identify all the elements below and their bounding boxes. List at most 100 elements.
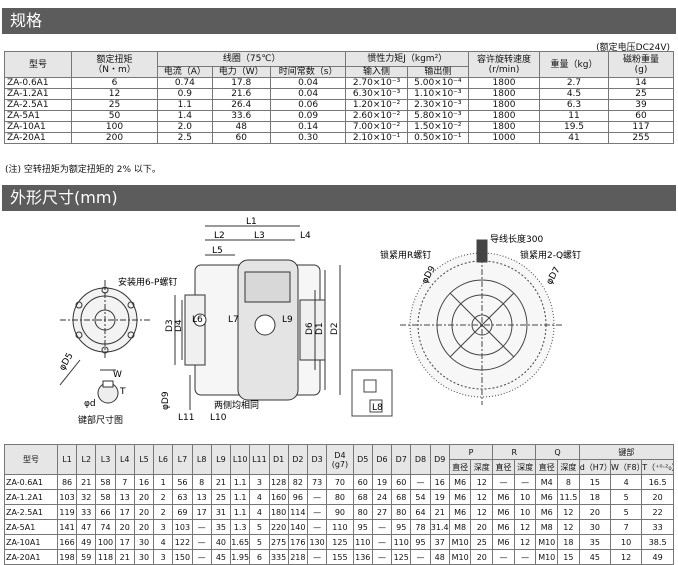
dim-model-cell: ZA-5A1 <box>4 519 58 535</box>
th-magnetic-label: 磁粉重量 <box>622 54 659 65</box>
dth-q-diam: 直径 <box>535 459 559 475</box>
dth-d7: D7 <box>391 444 412 475</box>
dim-cell: — <box>513 549 537 565</box>
spec-cell: 1.4 <box>157 110 213 122</box>
dim-cell: 86 <box>56 474 78 490</box>
label-key-dim: 键部尺寸图 <box>78 414 123 426</box>
spec-cell: 0.04 <box>269 88 347 100</box>
spec-cell: 60 <box>211 132 271 144</box>
dim-cell: M4 <box>535 474 559 490</box>
dim-cell: — <box>513 474 537 490</box>
dth-d9: D9 <box>429 444 450 475</box>
dth-d4: D4(g7) <box>326 444 354 475</box>
label-l5: L5 <box>212 246 223 256</box>
th-speed-unit: (r/min) <box>488 64 520 75</box>
spec-cell: 4.5 <box>539 88 609 100</box>
dth-d4-label: D4 <box>334 450 346 460</box>
dth-d6: D6 <box>371 444 393 475</box>
dim-cell: 4 <box>249 504 270 520</box>
label-l2: L2 <box>214 231 225 241</box>
dim-cell: 150 <box>172 549 193 565</box>
spec-cell: 19.5 <box>539 121 609 133</box>
dim-cell: 24 <box>371 489 393 505</box>
dim-cell: — <box>306 489 328 505</box>
dth-model: 型号 <box>4 444 58 475</box>
dth-d4-sub: (g7) <box>331 459 349 469</box>
dim-cell: 45 <box>210 549 232 565</box>
dim-cell: 20 <box>133 489 155 505</box>
section-title-dimensions-text: 外形尺寸(mm) <box>10 188 118 207</box>
dth-l7: L7 <box>172 444 193 475</box>
dim-cell: — <box>410 474 431 490</box>
spec-cell: 0.74 <box>157 77 213 89</box>
dth-p-depth: 深度 <box>470 459 494 475</box>
dim-cell: 25 <box>210 489 232 505</box>
dim-cell: M6 <box>492 534 515 550</box>
dim-cell: 25 <box>470 534 494 550</box>
spec-cell: 1800 <box>468 88 540 100</box>
dim-cell: 5 <box>249 534 270 550</box>
th-input-side: 输入侧 <box>345 66 408 78</box>
dth-r-diam: 直径 <box>492 459 515 475</box>
dim-cell: 114 <box>287 504 308 520</box>
spec-cell: 25 <box>608 88 674 100</box>
label-lead-len: 导线长度300 <box>490 233 543 245</box>
dim-cell: 275 <box>268 534 289 550</box>
dim-cell: — <box>191 534 212 550</box>
dim-cell: 27 <box>371 504 393 520</box>
spec-cell: 1800 <box>468 77 540 89</box>
dim-cell: — <box>191 519 212 535</box>
dim-cell: M6 <box>492 504 515 520</box>
dim-cell: 5 <box>609 489 643 505</box>
dim-cell: M8 <box>535 519 559 535</box>
th-magnetic: 磁粉重量(g) <box>608 51 674 78</box>
label-l10: L10 <box>210 413 227 423</box>
dim-cell: 20 <box>470 519 494 535</box>
dim-cell: 130 <box>306 534 328 550</box>
label-l8: L8 <box>372 403 383 413</box>
dimension-drawing: 安装用6-P螺钉 φD5 W T φd 键部尺寸图 L1 L2 L3 L4 L5… <box>58 217 581 426</box>
dim-cell: 220 <box>268 519 289 535</box>
spec-cell: 0.9 <box>157 88 213 100</box>
dim-cell: 11.5 <box>557 489 580 505</box>
spec-cell: 2.60×10⁻² <box>345 110 408 122</box>
dim-cell: 1.1 <box>230 489 251 505</box>
dim-cell: 136 <box>352 549 373 565</box>
dim-cell: 63 <box>172 489 193 505</box>
dth-d8: D8 <box>410 444 431 475</box>
dim-cell: 335 <box>268 549 289 565</box>
spec-cell: 5.80×10⁻³ <box>406 110 470 122</box>
dim-cell: 17 <box>114 534 135 550</box>
label-l3: L3 <box>254 231 265 241</box>
dim-cell: 110 <box>391 534 412 550</box>
label-d3: D3 <box>165 319 175 332</box>
dim-cell: 125 <box>391 549 412 565</box>
dim-cell: 60 <box>391 474 412 490</box>
dth-d5: D5 <box>352 444 373 475</box>
dim-cell: 68 <box>352 489 373 505</box>
dim-cell: 80 <box>326 489 354 505</box>
dim-cell: 74 <box>95 519 116 535</box>
dim-cell: 4 <box>153 534 174 550</box>
label-d1: D1 <box>315 322 325 335</box>
spec-cell: 1800 <box>468 110 540 122</box>
spec-cell: 6 <box>71 77 158 89</box>
section-title-dimensions: 外形尺寸(mm) <box>2 185 676 211</box>
label-d4: D4 <box>174 319 184 332</box>
label-both-same: 两侧均相同 <box>214 399 259 411</box>
th-coil: 线圈（75℃） <box>156 51 347 67</box>
dim-cell: 3 <box>153 549 174 565</box>
dim-cell: 21 <box>210 474 232 490</box>
dim-cell: M6 <box>492 519 515 535</box>
dim-cell: 20 <box>641 489 674 505</box>
dim-cell: 20 <box>133 504 155 520</box>
dth-key-t: T（⁺⁰·²₀） <box>641 459 674 475</box>
spec-footnote: (注) 空转扭矩为额定扭矩的 2% 以下。 <box>5 165 161 175</box>
dth-l2: L2 <box>76 444 97 475</box>
dim-cell: — <box>371 519 393 535</box>
dim-cell: M6 <box>448 474 472 490</box>
